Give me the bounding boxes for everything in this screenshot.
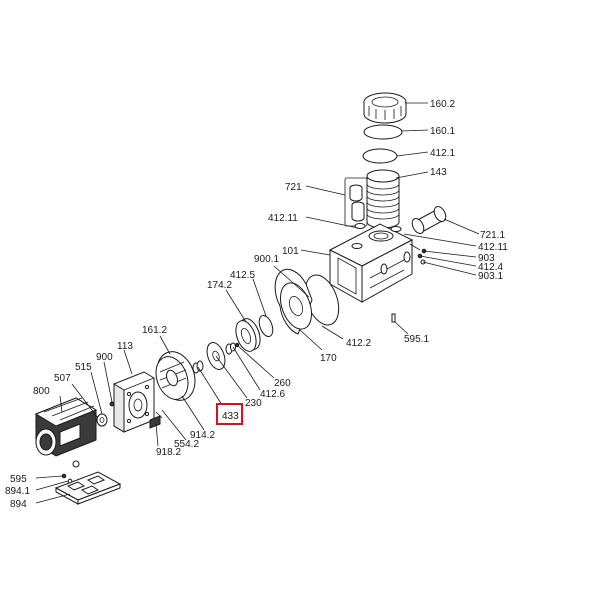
pump-housing	[328, 223, 421, 303]
label-554-2: 554.2	[174, 439, 199, 450]
lid-oring	[363, 124, 403, 140]
label-918-2: 918.2	[156, 447, 181, 458]
label-515: 515	[75, 362, 92, 373]
label-914-2: 914.2	[190, 430, 215, 441]
diffuser	[274, 268, 313, 335]
union-fittings	[344, 177, 368, 229]
label-433[interactable]: 433	[222, 411, 239, 422]
label-174-2: 174.2	[207, 280, 232, 291]
screw-900	[109, 401, 115, 407]
label-721-1: 721.1	[480, 230, 505, 241]
label-412-4: 412.4	[478, 262, 503, 273]
label-161-2: 161.2	[142, 325, 167, 336]
label-260: 260	[274, 378, 291, 389]
motor	[34, 397, 98, 468]
label-412-6: 412.6	[260, 389, 285, 400]
label-160-1: 160.1	[430, 126, 455, 137]
label-170: 170	[320, 353, 337, 364]
label-721: 721	[285, 182, 302, 193]
drain-plug-595-1	[391, 313, 396, 323]
part-labels: 160.2 160.1 412.1 143 721 412.11 721.1 4…	[5, 99, 508, 510]
label-113: 113	[117, 341, 133, 352]
label-894-1: 894.1	[5, 486, 30, 497]
label-507: 507	[54, 373, 71, 384]
label-143: 143	[430, 167, 447, 178]
drain-plugs	[417, 248, 427, 265]
label-412-5: 412.5	[230, 270, 255, 281]
label-160-2: 160.2	[430, 99, 455, 110]
leader-lines	[35, 102, 480, 504]
label-894: 894	[10, 499, 27, 510]
label-412-11-a: 412.11	[268, 213, 298, 224]
label-412-11-b: 412.11	[478, 242, 508, 253]
strainer-oring	[362, 148, 398, 164]
seal-plate	[155, 351, 196, 401]
union-fitting-side	[411, 206, 447, 234]
base-plate	[54, 471, 122, 505]
label-900: 900	[96, 352, 113, 363]
label-903: 903	[478, 253, 495, 264]
label-903-1: 903.1	[478, 271, 503, 282]
label-412-1: 412.1	[430, 148, 455, 159]
highlight-box[interactable]	[216, 403, 243, 425]
label-595-1: 595.1	[404, 334, 429, 345]
strainer-basket	[366, 169, 400, 229]
washer-515	[96, 413, 108, 427]
label-230: 230	[245, 398, 262, 409]
label-900-1: 900.1	[254, 254, 279, 265]
wear-ring-oring	[258, 314, 274, 338]
motor-bracket	[113, 371, 163, 433]
label-800: 800	[33, 386, 50, 397]
label-412-2: 412.2	[346, 338, 371, 349]
label-101: 101	[282, 246, 299, 257]
label-595: 595	[10, 474, 27, 485]
strainer-lid	[363, 92, 407, 124]
